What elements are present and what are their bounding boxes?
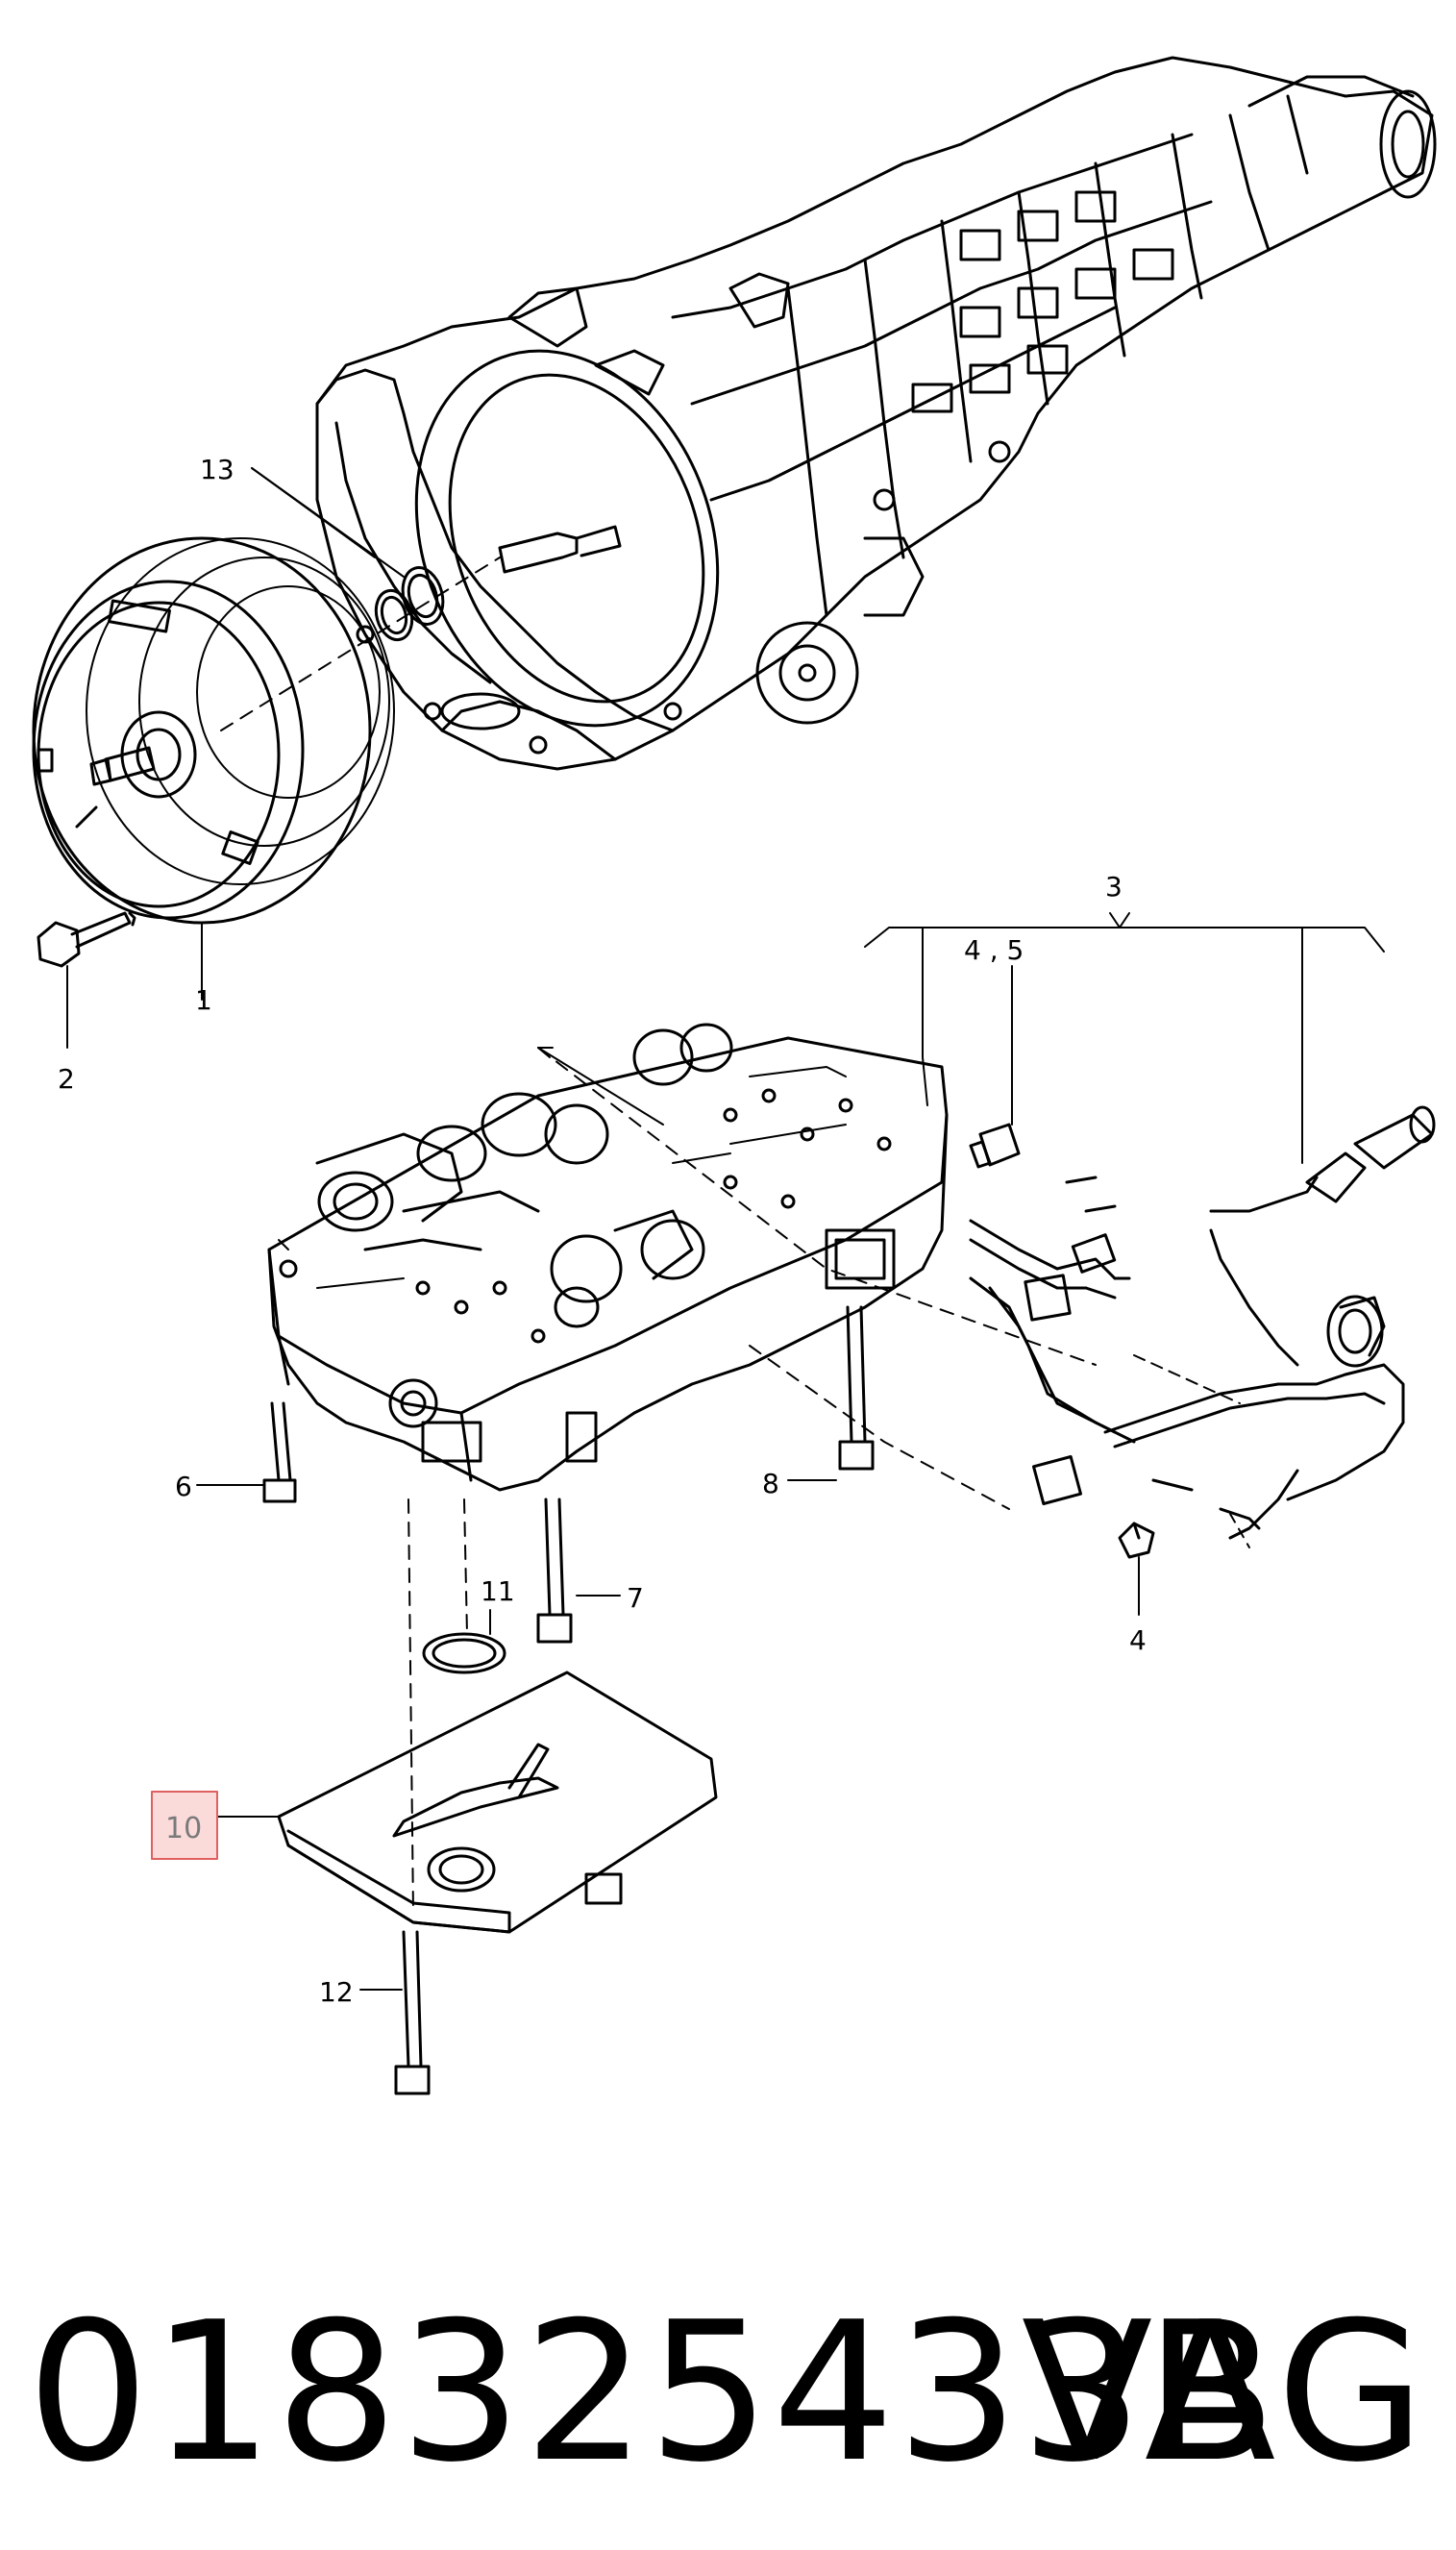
bolt-7 [536, 1498, 573, 1644]
callout-6: 6 [175, 1471, 192, 1502]
callout-11: 11 [481, 1575, 515, 1607]
torque-converter [32, 536, 501, 925]
callout-3: 3 [1105, 871, 1123, 903]
sealing-rings [374, 566, 445, 642]
callout-12: 12 [319, 1976, 354, 2008]
transmission-housing [315, 56, 1437, 771]
bolt-8 [838, 1305, 875, 1471]
callout-3-bracket [864, 912, 1385, 1164]
converter-bolt [37, 911, 136, 968]
bolt-12 [394, 1930, 431, 2095]
callout-13: 13 [200, 454, 234, 485]
valve-body-arrows [537, 1047, 664, 1126]
assembly-guides [407, 1498, 468, 1914]
callout-4: 4 [1129, 1624, 1147, 1656]
callout-10: 10 [165, 1812, 202, 1845]
o-ring [422, 1632, 506, 1674]
part-number: 018325433B [27, 2281, 1279, 2505]
callout-7: 7 [627, 1582, 644, 1614]
valve-body [267, 1023, 1097, 1510]
callout-labels: 13 1 2 3 4 , 5 6 7 8 10 11 12 4 [58, 454, 1147, 2008]
brand-name: VAG [1021, 2281, 1429, 2505]
callout-4-5: 4 , 5 [964, 934, 1024, 966]
callout-8: 8 [762, 1468, 779, 1499]
filter-plate [277, 1671, 718, 1934]
callout-1: 1 [195, 984, 212, 1016]
callout-2: 2 [58, 1063, 75, 1095]
wiring-harness [969, 1105, 1436, 1559]
callout-leaders [66, 467, 1140, 1991]
highlight-box [151, 1791, 218, 1860]
bolt-6 [262, 1401, 297, 1503]
